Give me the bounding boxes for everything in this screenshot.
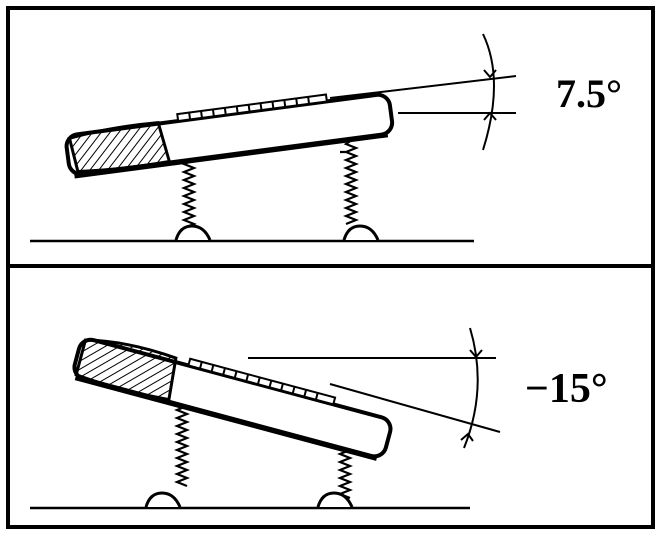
- bottom-board: [72, 337, 393, 461]
- panel-divider: [6, 264, 655, 268]
- top-rear-spring: [340, 139, 359, 226]
- bottom-rear-foot: [316, 491, 354, 508]
- top-angle-label: 7.5°: [556, 71, 622, 116]
- bottom-scene: [30, 327, 501, 510]
- bottom-angle-label: −15°: [525, 366, 608, 412]
- bottom-angle-dimension: [248, 327, 501, 449]
- top-front-spring: [181, 151, 197, 230]
- bottom-front-spring: [174, 397, 190, 488]
- top-scene: [30, 33, 517, 243]
- top-front-foot: [174, 224, 212, 241]
- bottom-front-foot: [144, 491, 182, 508]
- top-rear-foot: [342, 224, 380, 241]
- top-board: [64, 92, 395, 179]
- top-angle-dimension: [329, 33, 517, 151]
